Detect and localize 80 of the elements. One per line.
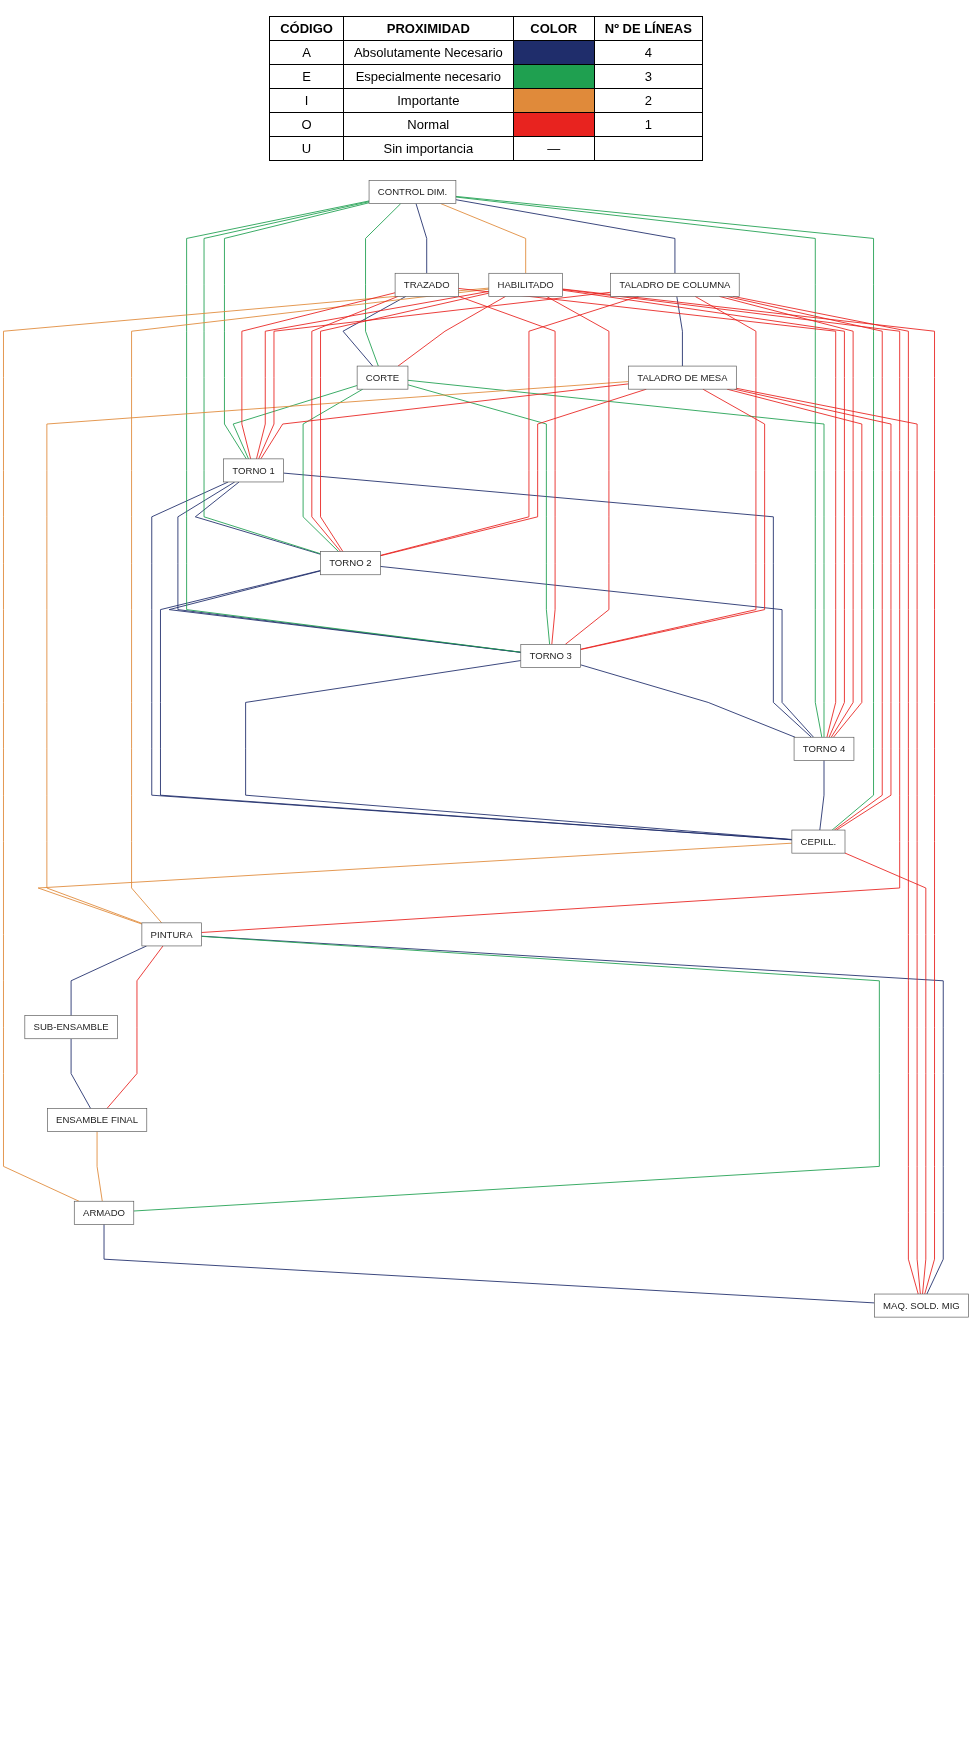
connector (440, 203, 527, 274)
connector (415, 203, 428, 274)
node-box: ARMADO (73, 1200, 135, 1225)
node-box: ENSAMBLE FINAL (47, 1108, 148, 1132)
connector (379, 566, 814, 738)
connector (258, 291, 612, 460)
legend-text: Importante (343, 88, 514, 113)
code-cell: I (269, 88, 344, 113)
connector (96, 1131, 103, 1202)
node-box: HABILITADO (488, 272, 563, 297)
node-box: TORNO 3 (520, 644, 581, 668)
connector (397, 295, 507, 367)
connector (70, 945, 148, 1017)
connector (46, 381, 629, 924)
lines-cell: 4 (594, 40, 703, 65)
connector (455, 199, 676, 274)
connector (455, 196, 823, 738)
node-box: TRAZADO (394, 272, 459, 297)
connector (200, 288, 901, 933)
code-cell: A (269, 40, 344, 65)
lines-cell: 3 (594, 64, 703, 89)
connector (283, 472, 812, 738)
node-box: TALADRO DE MESA (628, 365, 737, 390)
connector (131, 288, 490, 924)
lines-cell: 1 (594, 112, 703, 137)
node-box: CONTROL DIM. (368, 180, 457, 204)
connector (457, 295, 556, 645)
connector (256, 290, 490, 460)
header-cell: COLOR (513, 16, 595, 41)
connector (260, 383, 629, 460)
connector (3, 287, 490, 1202)
connector (232, 385, 358, 460)
legend-text: Especialmente necesario (343, 64, 514, 89)
connector (37, 842, 793, 925)
connector (407, 384, 551, 645)
connector (365, 203, 402, 367)
connector (580, 295, 757, 650)
connector (194, 481, 321, 555)
connector (151, 481, 793, 841)
connector (245, 660, 793, 840)
node-box: MAQ. SOLD. MIG (874, 1293, 969, 1318)
connector (106, 945, 164, 1109)
connector (407, 379, 825, 738)
header-cell: PROXIMIDAD (343, 16, 514, 41)
connector (160, 570, 793, 841)
connector (70, 1038, 92, 1109)
connector (580, 664, 796, 738)
connector (241, 292, 396, 460)
connector (819, 759, 825, 831)
connector (320, 292, 490, 553)
node-box: TORNO 4 (793, 736, 855, 761)
node-box: TORNO 2 (320, 551, 381, 576)
connector (103, 1223, 875, 1304)
node-box: SUB-ENSAMBLE (24, 1015, 118, 1040)
connector (457, 287, 837, 738)
lines-cell: 2 (594, 88, 703, 113)
connector (203, 201, 370, 555)
connector (562, 289, 845, 738)
node-box: TALADRO DE COLUMNA (610, 272, 740, 297)
legend-text: Normal (343, 112, 514, 137)
node-box: CORTE (356, 365, 409, 390)
node-box: TORNO 1 (223, 458, 284, 483)
connector (562, 288, 935, 1295)
code-cell: U (269, 136, 344, 161)
connector (186, 200, 522, 653)
header-cell: CÓDIGO (269, 16, 344, 41)
legend-text: Absolutamente Necesario (343, 40, 514, 65)
color-cell: — (513, 136, 595, 161)
node-box: CEPILL. (791, 829, 846, 854)
connector (455, 195, 874, 831)
node-box: PINTURA (141, 922, 202, 947)
code-cell: E (269, 64, 344, 89)
connector (224, 202, 370, 460)
code-cell: O (269, 112, 344, 137)
connector (676, 295, 683, 367)
header-cell: Nº DE LÍNEAS (594, 16, 703, 41)
connector (844, 852, 927, 1295)
proximity-cell: Sin importancia (343, 136, 514, 161)
connector (580, 388, 766, 650)
connector (133, 935, 880, 1212)
